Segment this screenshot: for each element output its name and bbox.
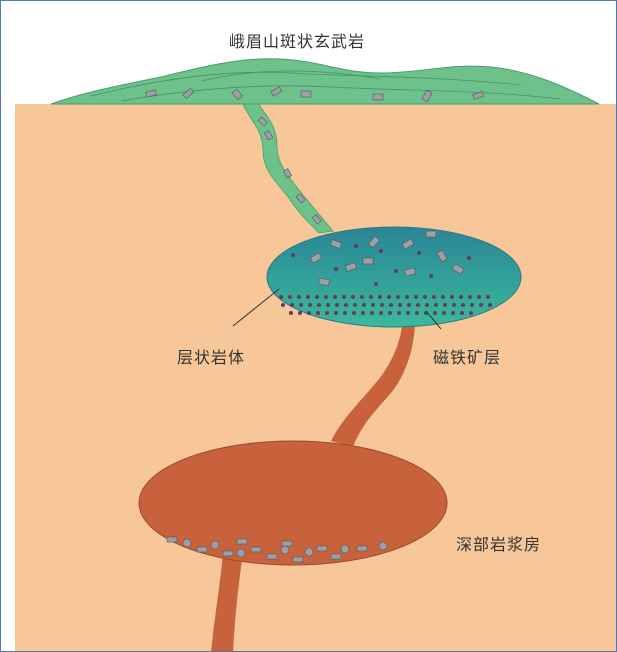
magnetite-dot — [299, 303, 303, 307]
magnetite-dot — [353, 303, 357, 307]
magnetite-dot — [360, 295, 364, 299]
layered-intrusion — [267, 227, 521, 327]
basalt-cover — [51, 59, 599, 104]
magnetite-dot — [425, 303, 429, 307]
magnetite-dot — [488, 303, 492, 307]
magnetite-dot — [460, 311, 464, 315]
magnetite-dot — [477, 295, 481, 299]
magnetite-dot — [469, 311, 473, 315]
label-basalt: 峨眉山斑状玄武岩 — [229, 28, 365, 52]
magnetite-dot — [441, 295, 445, 299]
magnetite-dot — [432, 295, 436, 299]
magnetite-dot — [378, 295, 382, 299]
magnetite-dot — [342, 295, 346, 299]
magnetite-dot — [398, 303, 402, 307]
magnetite-dot — [315, 295, 319, 299]
magnetite-dot — [362, 303, 366, 307]
magnetite-dot — [316, 311, 320, 315]
magnetite-dot — [442, 311, 446, 315]
magnetite-dot — [344, 303, 348, 307]
magnetite-dot — [288, 295, 292, 299]
label-layered-intrusion: 层状岩体 — [177, 344, 245, 368]
magnetite-dot — [298, 311, 302, 315]
magnetite-dot — [333, 295, 337, 299]
magnetite-dot — [307, 311, 311, 315]
magnetite-dot — [470, 303, 474, 307]
magnetite-dot — [281, 303, 285, 307]
magnetite-dot — [370, 311, 374, 315]
magnetite-dot — [334, 311, 338, 315]
magnetite-dot — [326, 303, 330, 307]
magnetite-dot — [317, 303, 321, 307]
magnetite-dot — [407, 303, 411, 307]
magnetite-dot — [387, 295, 391, 299]
magnetite-dot — [290, 303, 294, 307]
magnetite-dot — [479, 303, 483, 307]
magnetite-dot — [468, 295, 472, 299]
magnetite-dot — [433, 311, 437, 315]
magnetite-dot — [423, 295, 427, 299]
magnetite-dot — [396, 295, 400, 299]
magnetite-dot — [414, 295, 418, 299]
magnetite-dot — [306, 295, 310, 299]
magnetite-dot — [388, 311, 392, 315]
magnetite-dot — [289, 311, 293, 315]
label-deep-magma-chamber: 深部岩浆房 — [456, 531, 541, 555]
magnetite-dot — [297, 295, 301, 299]
magnetite-dot — [452, 303, 456, 307]
magnetite-dot — [434, 303, 438, 307]
magnetite-dot — [461, 303, 465, 307]
magnetite-dot — [279, 295, 283, 299]
magnetite-dot — [443, 303, 447, 307]
magnetite-dot — [451, 311, 455, 315]
magnetite-dot — [459, 295, 463, 299]
magnetite-dot — [371, 303, 375, 307]
crust-background — [15, 104, 617, 652]
magnetite-dot — [352, 311, 356, 315]
magnetite-dot — [335, 303, 339, 307]
magnetite-dot — [486, 295, 490, 299]
magnetite-dot — [361, 311, 365, 315]
magnetite-dot — [450, 295, 454, 299]
magnetite-dot — [405, 295, 409, 299]
magnetite-dot — [416, 303, 420, 307]
magnetite-dot — [415, 311, 419, 315]
magnetite-dot — [308, 303, 312, 307]
magnetite-dot — [389, 303, 393, 307]
magnetite-dot — [380, 303, 384, 307]
magnetite-dot — [325, 311, 329, 315]
magnetite-dot — [397, 311, 401, 315]
magnetite-dot — [324, 295, 328, 299]
magnetite-dot — [406, 311, 410, 315]
magnetite-dot — [343, 311, 347, 315]
magnetite-dot — [369, 295, 373, 299]
label-magnetite-layer: 磁铁矿层 — [433, 344, 501, 368]
magnetite-dot — [379, 311, 383, 315]
magnetite-dot — [351, 295, 355, 299]
